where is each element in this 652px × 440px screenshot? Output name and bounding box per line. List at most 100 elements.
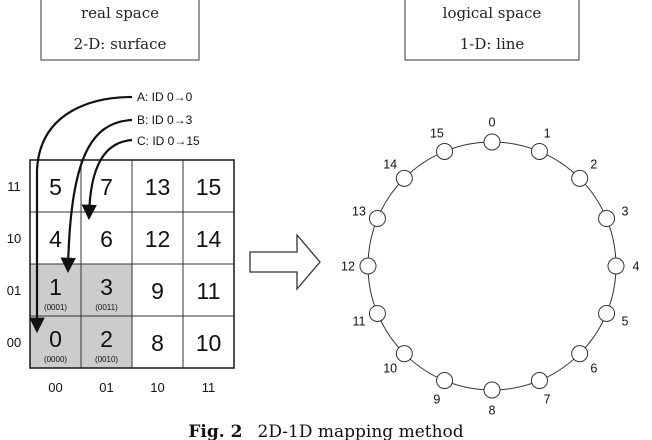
real-space-subtitle: 2-D: surface: [74, 35, 167, 53]
ring-node: 4: [607, 257, 640, 275]
ring-node-circle: [598, 304, 616, 322]
grid-cell-bg: [131, 315, 184, 369]
grid-cell: 10: [182, 315, 235, 369]
grid-cell: 8: [131, 315, 184, 369]
transform-arrow: [249, 233, 321, 291]
ring-node-circle: [530, 142, 548, 160]
grid-cell: 14: [182, 211, 235, 265]
row-label: 10: [7, 231, 21, 246]
ring-node-circle: [571, 169, 589, 187]
ring-node: 12: [341, 257, 377, 275]
ring-node: 6: [571, 345, 597, 375]
grid-cell: 6: [80, 211, 133, 265]
ring-node: 11: [352, 304, 386, 329]
ring-node: 3: [598, 204, 629, 228]
ring-node-label: 7: [544, 393, 551, 407]
grid-cell: 12: [131, 211, 184, 265]
grid-cell-number: 1: [49, 274, 62, 300]
ring-node-label: 0: [489, 116, 496, 130]
grid-cell-bg: [29, 211, 82, 265]
arrow-c: [81, 138, 133, 221]
grid-cell-number: 0: [49, 326, 62, 352]
ring-node-circle: [359, 257, 377, 275]
grid-cell: 9: [131, 263, 184, 317]
grid-cell-bg: [182, 263, 235, 317]
arrow-c-label: C: ID 0→15: [137, 134, 200, 148]
grid-border: [29, 159, 235, 369]
ring-node-label: 11: [352, 315, 365, 329]
ring-node: 8: [483, 381, 501, 418]
ring-node: 7: [530, 372, 551, 407]
arrow-b-label: B: ID 0→3: [137, 113, 193, 127]
arrow-a: [29, 95, 133, 334]
ring-node: 14: [383, 158, 413, 187]
grid-cell: 2(0010): [80, 315, 133, 369]
ring-node-circle: [436, 372, 454, 390]
grid-cell-number: 4: [49, 226, 62, 252]
grid-cell-number: 13: [145, 174, 171, 200]
grid-cell-bg: [182, 315, 235, 369]
ring-node: 10: [383, 345, 413, 375]
grid-cell-binary: (0000): [44, 355, 67, 364]
arrow-a-label: A: ID 0→0: [137, 90, 193, 104]
ring-node: 2: [571, 158, 597, 187]
ring-node-label: 10: [383, 361, 397, 375]
grid-cell: 15: [182, 159, 235, 213]
grid-cell-number: 11: [197, 278, 221, 304]
grid-cell: 4: [29, 211, 82, 265]
ring-node-label: 15: [430, 126, 444, 140]
logical-space-subtitle: 1-D: line: [460, 35, 525, 53]
grid-cell: 1(0001): [29, 263, 82, 317]
column-label: 01: [99, 380, 113, 395]
column-label: 00: [48, 380, 62, 395]
mapping-arrows: A: ID 0→0 B: ID 0→3 C: ID 0→15: [29, 90, 200, 334]
ring-node-label: 13: [352, 204, 366, 218]
ring-node: 5: [598, 304, 629, 329]
arrow-b: [60, 118, 133, 274]
ring-node-label: 2: [590, 158, 597, 172]
row-label: 11: [7, 179, 21, 194]
grid-cell: 13: [131, 159, 184, 213]
grid-cell-binary: (0010): [95, 355, 118, 364]
ring-node-label: 6: [590, 361, 597, 375]
ring-node-label: 5: [622, 315, 629, 329]
ring-node-circle: [436, 142, 454, 160]
ring-node-circle: [530, 372, 548, 390]
column-label: 11: [202, 380, 216, 395]
grid-cell-number: 3: [100, 274, 113, 300]
ring-node-label: 14: [383, 158, 397, 172]
grid-cell-bg: [131, 263, 184, 317]
ring-node-circle: [395, 169, 413, 187]
grid-cell: 3 (0011): [80, 263, 133, 317]
caption-label: Fig. 2: [188, 422, 242, 440]
ring-node-label: 9: [433, 393, 440, 407]
ring-node-circle: [395, 345, 413, 363]
grid-cell-number: 14: [196, 226, 222, 252]
grid-cell-bg: [131, 159, 184, 213]
grid-cell-bg: [182, 159, 235, 213]
grid-cell-binary: (0011): [95, 303, 118, 312]
grid-cell-number: 5: [49, 174, 62, 200]
row-label: 01: [7, 283, 21, 298]
real-space-title: real space: [81, 4, 159, 22]
grid-cell-number: 15: [196, 174, 222, 200]
ring-node: 1: [530, 126, 551, 160]
ring-node-label: 12: [341, 260, 355, 274]
ring-node: 0: [483, 116, 501, 151]
grid-cell-number: 9: [151, 278, 164, 304]
ring-node-circle: [368, 304, 386, 322]
ring-node: 9: [433, 372, 454, 407]
grid-cell-number: 12: [145, 226, 171, 252]
ring-node-label: 3: [622, 204, 629, 218]
ring-node-circle: [483, 133, 501, 151]
ring-node-circle: [483, 381, 501, 399]
column-labels: 00 01 10 11: [48, 380, 215, 395]
real-space-box: real space 2-D: surface: [40, 0, 200, 61]
column-label: 10: [150, 380, 164, 395]
grid-cell-bg: [131, 211, 184, 265]
grid-cell-number: 7: [100, 174, 113, 200]
